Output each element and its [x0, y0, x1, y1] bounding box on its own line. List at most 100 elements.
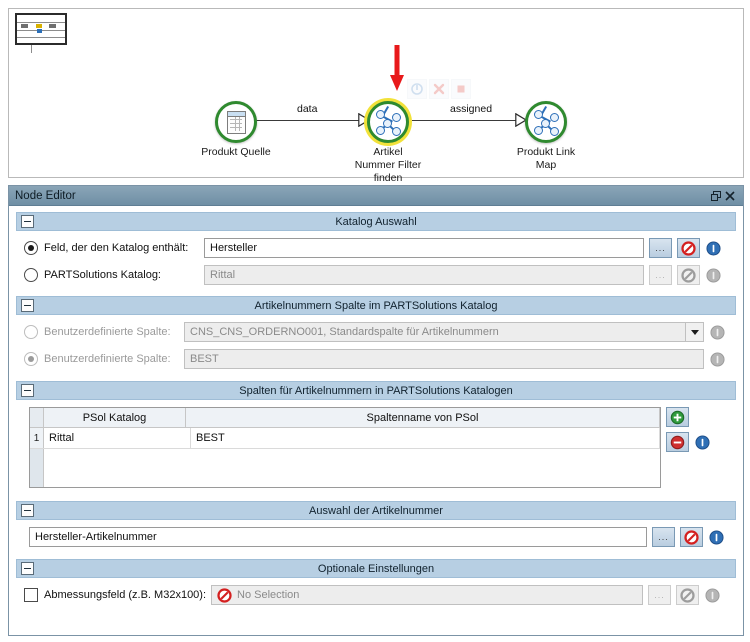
row-partsolutions-katalog: PARTSolutions Katalog: Rittal ... [16, 265, 736, 285]
info-icon [706, 240, 721, 256]
close-icon[interactable] [723, 189, 737, 203]
node-label-line1: Artikel [373, 146, 403, 158]
browse-label: ... [654, 590, 665, 600]
section-header-artikelnummern-spalte[interactable]: Artikelnummern Spalte im PARTSolutions K… [16, 296, 736, 315]
restore-window-icon[interactable] [709, 189, 723, 203]
input-benutzerdefinierte-spalte: BEST [184, 349, 704, 369]
node-graph-icon [531, 106, 561, 137]
node-label-line2: Map [535, 159, 557, 171]
panel-title: Node Editor [15, 189, 76, 202]
browse-button-partsolutions-katalog: ... [649, 265, 672, 285]
checkbox-abmessungsfeld[interactable] [24, 588, 38, 602]
collapse-minus-icon[interactable] [21, 384, 34, 397]
edge-arrow-assigned [515, 113, 527, 127]
info-button-benutzerdefinierte-spalte [710, 351, 725, 367]
section-title: Katalog Auswahl [335, 215, 417, 228]
graph-node-produkt-link-map[interactable]: Produkt Link Map [486, 101, 606, 172]
minimap-connector-line [31, 39, 32, 53]
info-button-feld-katalog[interactable] [706, 240, 721, 256]
row-feld-katalog: Feld, der den Katalog enthält: Herstelle… [16, 238, 736, 258]
info-icon [705, 587, 720, 603]
node-circle[interactable] [525, 101, 567, 143]
edge-data-line [254, 120, 364, 121]
node-circle[interactable] [215, 101, 257, 143]
browse-button-auswahl-artikelnummer[interactable]: ... [652, 527, 675, 547]
cell-psol-katalog[interactable]: Rittal [44, 428, 191, 448]
no-entry-icon [680, 587, 695, 603]
collapse-minus-icon[interactable] [21, 299, 34, 312]
clear-button-auswahl-artikelnummer[interactable] [680, 527, 703, 547]
cancel-icon[interactable] [429, 79, 449, 99]
label-feld-katalog: Feld, der den Katalog enthält: [44, 242, 189, 254]
info-icon [695, 434, 710, 450]
node-editor-body: Katalog Auswahl Feld, der den Katalog en… [9, 206, 743, 635]
browse-button-abmessungsfeld: ... [648, 585, 671, 605]
no-entry-icon [684, 529, 699, 545]
column-header-spaltenname-von-psol[interactable]: Spaltenname von PSol [186, 408, 660, 427]
info-button-abmessungsfeld [705, 587, 720, 603]
clear-button-feld-katalog[interactable] [677, 238, 700, 258]
info-icon [710, 351, 725, 367]
collapse-minus-icon[interactable] [21, 215, 34, 228]
node-label: Produkt Quelle [201, 146, 271, 158]
table-empty-area [30, 449, 660, 487]
stop-icon[interactable] [451, 79, 471, 99]
clear-button-partsolutions-katalog [677, 265, 700, 285]
info-button-standardspalte [710, 324, 725, 340]
graph-node-produkt-quelle[interactable]: Produkt Quelle [176, 101, 296, 159]
section-header-spalten-artikelnummern[interactable]: Spalten für Artikelnummern in PARTSoluti… [16, 381, 736, 400]
combobox-standardspalte: CNS_CNS_ORDERNO001, Standardspalte für A… [184, 322, 704, 342]
no-entry-icon [681, 240, 696, 256]
radio-feld-katalog[interactable] [24, 241, 38, 255]
section-title: Optionale Einstellungen [317, 562, 435, 575]
browse-label: ... [658, 532, 669, 542]
collapse-minus-icon[interactable] [21, 504, 34, 517]
radio-partsolutions-katalog[interactable] [24, 268, 38, 282]
remove-circle-icon [670, 435, 685, 449]
row-standardspalte: Benutzerdefinierte Spalte: CNS_CNS_ORDER… [16, 322, 736, 342]
edge-assigned-line [412, 120, 522, 121]
input-feld-katalog[interactable]: Hersteller [204, 238, 644, 258]
table-source-icon [227, 111, 246, 134]
edge-label-data: data [297, 103, 318, 115]
info-icon [706, 267, 721, 283]
row-benutzerdefinierte-spalte: Benutzerdefinierte Spalte: BEST [16, 349, 736, 369]
section-header-optionale-einstellungen[interactable]: Optionale Einstellungen [16, 559, 736, 578]
section-title: Auswahl der Artikelnummer [309, 504, 443, 517]
section-title: Spalten für Artikelnummern in PARTSoluti… [239, 384, 513, 397]
no-entry-icon [217, 587, 232, 603]
graph-canvas[interactable]: data assigned Produkt Quelle [8, 8, 744, 184]
graph-node-artikel-nummer-filter-finden[interactable]: Artikel Nummer Filter finden [328, 101, 448, 185]
input-partsolutions-katalog: Rittal [204, 265, 644, 285]
edge-label-assigned: assigned [450, 103, 493, 115]
clear-button-abmessungsfeld [676, 585, 699, 605]
execute-icon[interactable] [407, 79, 427, 99]
column-header-psol-katalog[interactable]: PSol Katalog [44, 408, 186, 427]
info-button-spalten-table[interactable] [695, 434, 710, 450]
browse-button-feld-katalog[interactable]: ... [649, 238, 672, 258]
psol-catalog-table[interactable]: PSol Katalog Spaltenname von PSol 1 Ritt… [29, 407, 661, 488]
node-mini-toolbar[interactable] [407, 79, 471, 99]
row-number-header [30, 408, 44, 427]
add-row-button[interactable] [666, 407, 689, 427]
graph-overview-minimap[interactable] [15, 13, 67, 45]
input-auswahl-artikelnummer[interactable]: Hersteller-Artikelnummer [29, 527, 647, 547]
collapse-minus-icon[interactable] [21, 562, 34, 575]
node-label-line2: Nummer Filter [354, 159, 422, 171]
info-button-partsolutions-katalog [706, 267, 721, 283]
table-row[interactable]: 1 Rittal BEST [30, 428, 660, 449]
browse-label: ... [655, 270, 666, 280]
cell-spaltenname-von-psol[interactable]: BEST [191, 428, 660, 448]
section-header-katalog-auswahl[interactable]: Katalog Auswahl [16, 212, 736, 231]
radio-standardspalte [24, 325, 38, 339]
input-abmessungsfeld-value: No Selection [237, 589, 300, 601]
section-header-auswahl-artikelnummer[interactable]: Auswahl der Artikelnummer [16, 501, 736, 520]
remove-row-button[interactable] [666, 432, 689, 452]
node-editor-panel: Node Editor Katalog Auswahl Feld, der de… [8, 185, 744, 636]
node-circle[interactable] [367, 101, 409, 143]
info-button-auswahl-artikelnummer[interactable] [709, 529, 724, 545]
combobox-value: CNS_CNS_ORDERNO001, Standardspalte für A… [190, 326, 499, 338]
chevron-down-icon[interactable] [685, 323, 703, 341]
node-label-line1: Produkt Link [516, 146, 576, 158]
edge-arrow-data [358, 113, 370, 127]
